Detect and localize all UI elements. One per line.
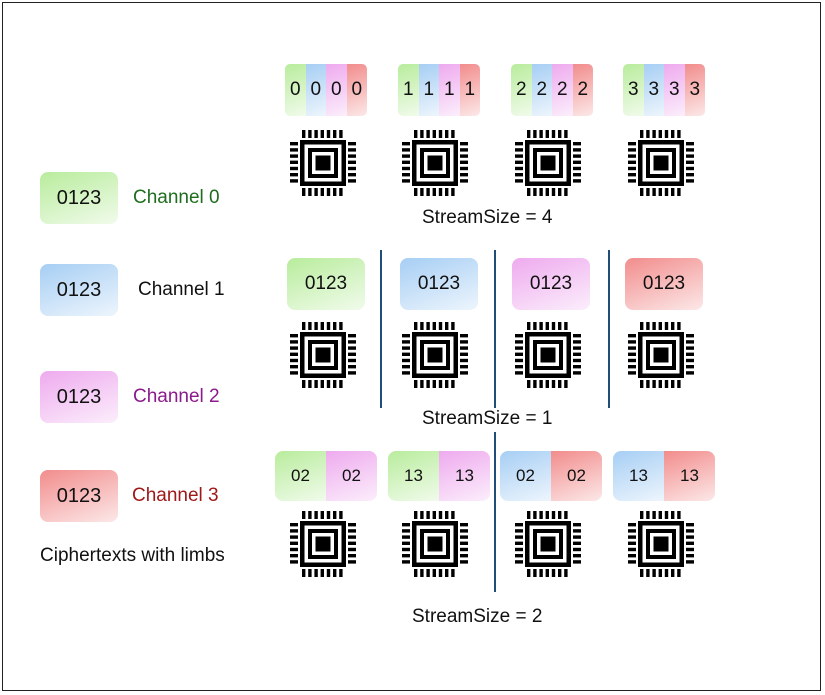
limb-cell: 3 bbox=[684, 64, 705, 116]
processor-chip-icon bbox=[290, 130, 356, 196]
processor-chip-icon bbox=[628, 511, 694, 577]
divider-line bbox=[380, 250, 382, 408]
limb-pair-cell: 02 bbox=[326, 451, 377, 501]
ciphertext-box: 0123 bbox=[512, 258, 590, 310]
processor-chip-icon bbox=[628, 322, 694, 388]
stream-size-2-caption: StreamSize = 2 bbox=[412, 606, 543, 627]
limb-cell: 1 bbox=[439, 64, 460, 116]
processor-chip-icon bbox=[628, 130, 694, 196]
limb-pair-cell: 02 bbox=[275, 451, 326, 501]
processor-chip-icon bbox=[402, 511, 468, 577]
limb-pair-cell: 13 bbox=[388, 451, 439, 501]
divider-line bbox=[494, 432, 496, 592]
limb-cell: 2 bbox=[511, 64, 532, 116]
processor-chip-icon bbox=[402, 322, 468, 388]
limb-cell: 3 bbox=[623, 64, 644, 116]
ciphertext-box: 0123 bbox=[287, 258, 365, 310]
legend-label-channel-1: Channel 1 bbox=[138, 279, 225, 300]
limb-cell: 0 bbox=[346, 64, 367, 116]
legend-label-channel-0: Channel 0 bbox=[133, 187, 220, 208]
limb-cell: 2 bbox=[552, 64, 573, 116]
limb-cell: 2 bbox=[531, 64, 552, 116]
limb-cell: 0 bbox=[305, 64, 326, 116]
legend-box-channel-1: 0123 bbox=[40, 264, 118, 316]
divider-line bbox=[608, 250, 610, 408]
limb-cell: 0 bbox=[326, 64, 347, 116]
limb-cell: 1 bbox=[459, 64, 480, 116]
legend-box-channel-2: 0123 bbox=[40, 371, 118, 423]
limb-cell: 1 bbox=[398, 64, 419, 116]
limb-pair-cell: 13 bbox=[439, 451, 490, 501]
processor-chip-icon bbox=[290, 511, 356, 577]
limb-cell: 0 bbox=[285, 64, 306, 116]
ciphertext-box: 0123 bbox=[625, 258, 703, 310]
processor-chip-icon bbox=[290, 322, 356, 388]
legend-label-channel-2: Channel 2 bbox=[133, 386, 220, 407]
stream-size-1-caption: StreamSize = 1 bbox=[422, 408, 553, 429]
processor-chip-icon bbox=[515, 322, 581, 388]
legend-caption: Ciphertexts with limbs bbox=[40, 545, 225, 566]
processor-chip-icon bbox=[515, 130, 581, 196]
limb-pair-cell: 02 bbox=[551, 451, 602, 501]
limb-pair-cell: 13 bbox=[613, 451, 664, 501]
legend-box-channel-0: 0123 bbox=[40, 172, 118, 224]
divider-line bbox=[494, 250, 496, 408]
limb-cell: 2 bbox=[572, 64, 593, 116]
ciphertext-box: 0123 bbox=[400, 258, 478, 310]
limb-cell: 1 bbox=[418, 64, 439, 116]
limb-pair-cell: 13 bbox=[664, 451, 715, 501]
processor-chip-icon bbox=[515, 511, 581, 577]
limb-cell: 3 bbox=[643, 64, 664, 116]
limb-pair-cell: 02 bbox=[500, 451, 551, 501]
legend-label-channel-3: Channel 3 bbox=[132, 485, 219, 506]
stream-size-4-caption: StreamSize = 4 bbox=[422, 207, 553, 228]
limb-cell: 3 bbox=[664, 64, 685, 116]
processor-chip-icon bbox=[402, 130, 468, 196]
legend-box-channel-3: 0123 bbox=[40, 470, 118, 522]
